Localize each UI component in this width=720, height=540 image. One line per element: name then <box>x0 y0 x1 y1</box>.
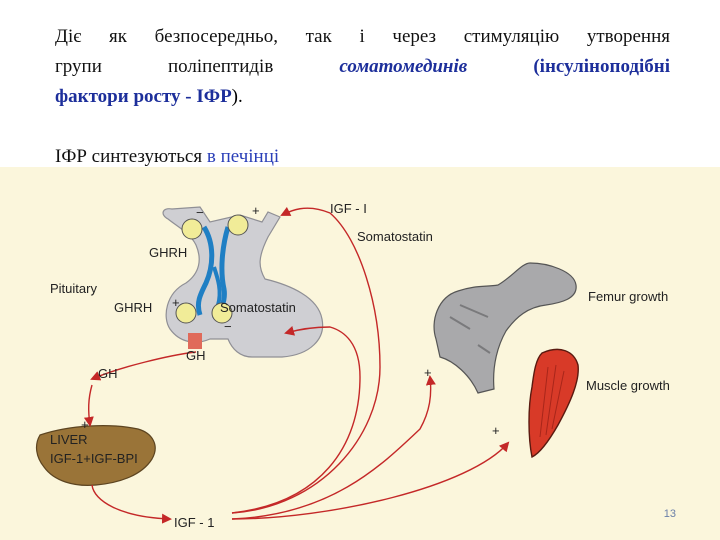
ghrh-top-label: GHRH <box>149 245 187 260</box>
line2-paren-text: (інсуліноподібні <box>533 56 670 77</box>
gh-igf-axis-diagram: IGF - I Somatostatin GHRH Pituitary GHRH… <box>0 167 720 540</box>
minus-sign-hypothalamus: − <box>196 205 204 220</box>
line3-end: ). <box>232 86 243 107</box>
gh-to-liver-arrow-lower <box>89 385 92 425</box>
paragraph-line-3: фактори росту - ІФР). <box>55 82 243 112</box>
ghrh-bottom-label: GHRH <box>114 300 152 315</box>
igf-to-muscle-arrow <box>232 443 508 519</box>
gh-left-label: GH <box>98 366 118 381</box>
igf1-bottom-label: IGF - 1 <box>174 515 214 530</box>
igf1-top-label: IGF - I <box>330 201 367 216</box>
plus-sign-femur: + <box>424 365 432 380</box>
plus-sign-muscle: + <box>492 423 500 438</box>
somatomedins-term: соматомединів <box>339 56 467 77</box>
plus-sign-liver: + <box>81 417 89 432</box>
line1-text: Діє як безпосередньо, так і через стимул… <box>55 26 670 47</box>
plus-sign-pituitary: + <box>172 295 180 310</box>
gh-release-stalk <box>188 333 202 349</box>
igf-to-femur-arrow <box>232 377 431 519</box>
igf-bpi-label: IGF-1+IGF-BPI <box>50 451 138 466</box>
diagram-svg <box>0 167 720 540</box>
paragraph-line-2: групи поліпептидів соматомединів (інсулі… <box>55 52 670 82</box>
pituitary-label: Pituitary <box>50 281 97 296</box>
neuron-cell-left <box>182 219 202 239</box>
muscle <box>529 349 578 457</box>
pituitary-gland <box>163 207 323 357</box>
liver-to-igf-arrow <box>92 485 170 519</box>
neuron-cell-right <box>228 215 248 235</box>
minus-sign-pituitary: − <box>224 319 232 334</box>
plus-sign-hypothalamus: + <box>252 203 260 218</box>
intro-paragraph: Діє як безпосередньо, так і через стимул… <box>55 22 670 82</box>
igf-term: фактори росту - ІФР <box>55 86 232 107</box>
page-number: 13 <box>664 508 676 520</box>
line2-text: групи поліпептидів <box>55 56 273 77</box>
synthesis-text: ІФР синтезуються <box>55 146 202 167</box>
somatostatin-inner-label: Somatostatin <box>220 300 296 315</box>
somatostatin-top-label: Somatostatin <box>357 229 433 244</box>
gh-center-label: GH <box>186 348 206 363</box>
line2-paren: (інсуліноподібні <box>533 56 670 77</box>
liver-label: LIVER <box>50 432 88 447</box>
paragraph-line-1: Діє як безпосередньо, так і через стимул… <box>55 22 670 52</box>
liver-location: в печінці <box>207 146 279 167</box>
femur-growth-label: Femur growth <box>588 289 668 304</box>
muscle-growth-label: Muscle growth <box>586 378 670 393</box>
